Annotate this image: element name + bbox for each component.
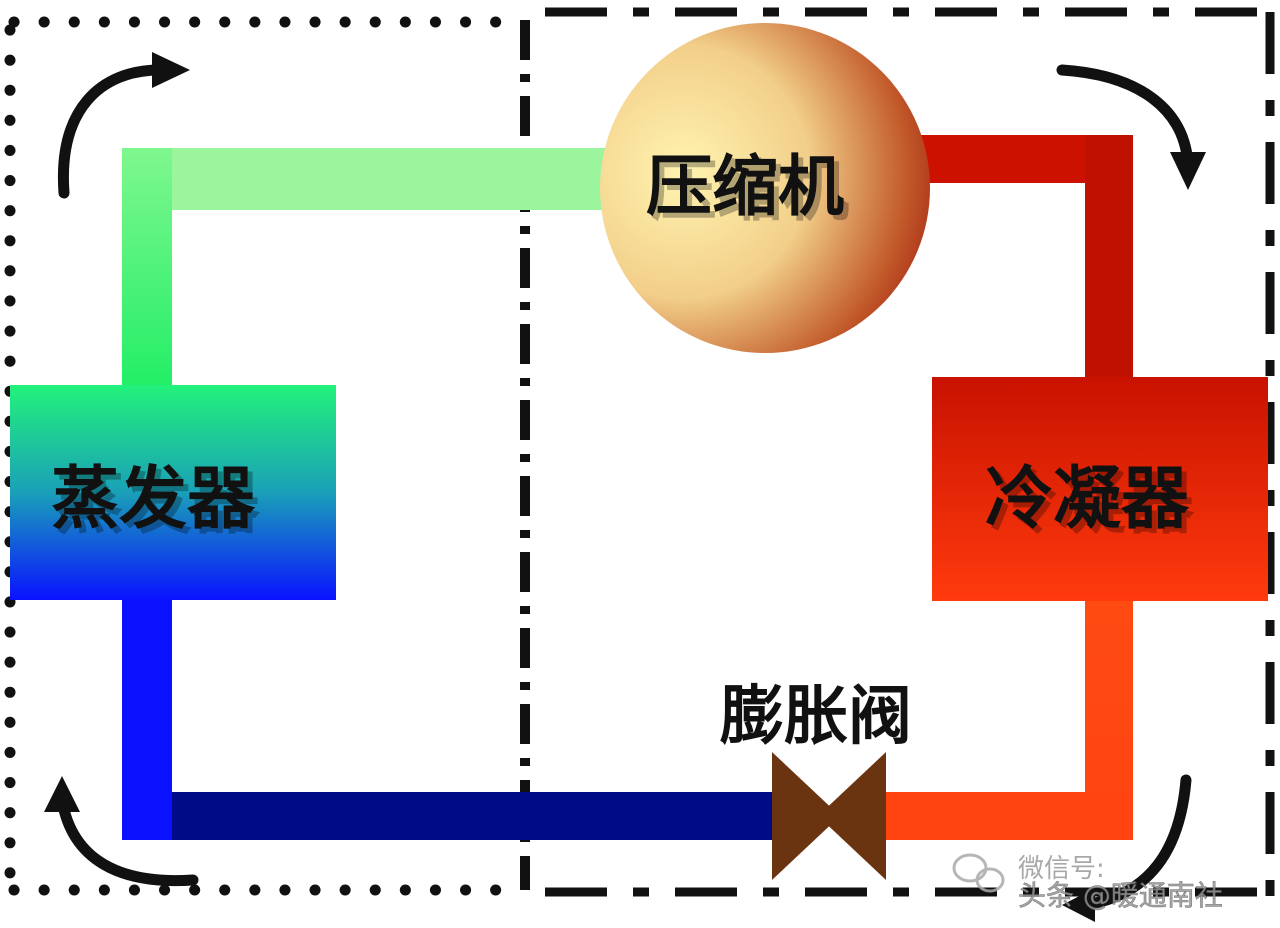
watermark: 微信号: 头条 @暖通南社 [952,853,1223,912]
evaporator-label: 蒸发器 [51,460,256,539]
compressor-circle [600,23,930,353]
dotted-boundary [4,16,506,896]
expansion-valve-label: 膨胀阀 [720,680,912,754]
evaporator-outlet-pipe [122,598,172,840]
condenser-label-shadow: 冷凝器 [990,465,1195,544]
evaporator-riser-pipe [122,148,172,388]
labels: 压缩机 压缩机 蒸发器 蒸发器 冷凝器 冷凝器 膨胀阀 [51,148,1195,754]
evaporator-box [10,385,336,600]
low-pressure-liquid-pipe [172,792,780,840]
wechat-icon [952,853,1005,893]
condenser-label: 冷凝器 [985,460,1190,539]
flow-arrow-bottom-right [1079,774,1192,911]
flow-arrow-top-right [1056,64,1194,171]
arrowhead-bottom-right [1062,888,1095,922]
expansion-valve [772,752,886,880]
arrow-heads [44,52,1206,922]
arrowhead-top-right [1170,152,1206,190]
flow-arrow-top-left [57,64,166,199]
dashed-boundary [545,7,1275,900]
compressor-label-shadow: 压缩机 [651,153,849,230]
liquid-pipe-horizontal [878,792,1133,840]
watermark-bottom: 头条 @暖通南社 [1018,879,1223,912]
flow-arrows [56,64,1194,911]
compressor-label: 压缩机 [646,148,844,225]
condenser-box [932,377,1268,601]
pipes [122,135,1133,840]
flow-arrow-bottom-left [56,794,199,887]
suction-pipe [122,148,612,210]
evaporator-label-shadow: 蒸发器 [56,465,261,544]
watermark-top: 微信号: [1018,854,1105,884]
arrowhead-bottom-left [44,776,80,812]
arrowhead-top-left [152,52,190,88]
discharge-pipe-vertical [1085,135,1133,380]
